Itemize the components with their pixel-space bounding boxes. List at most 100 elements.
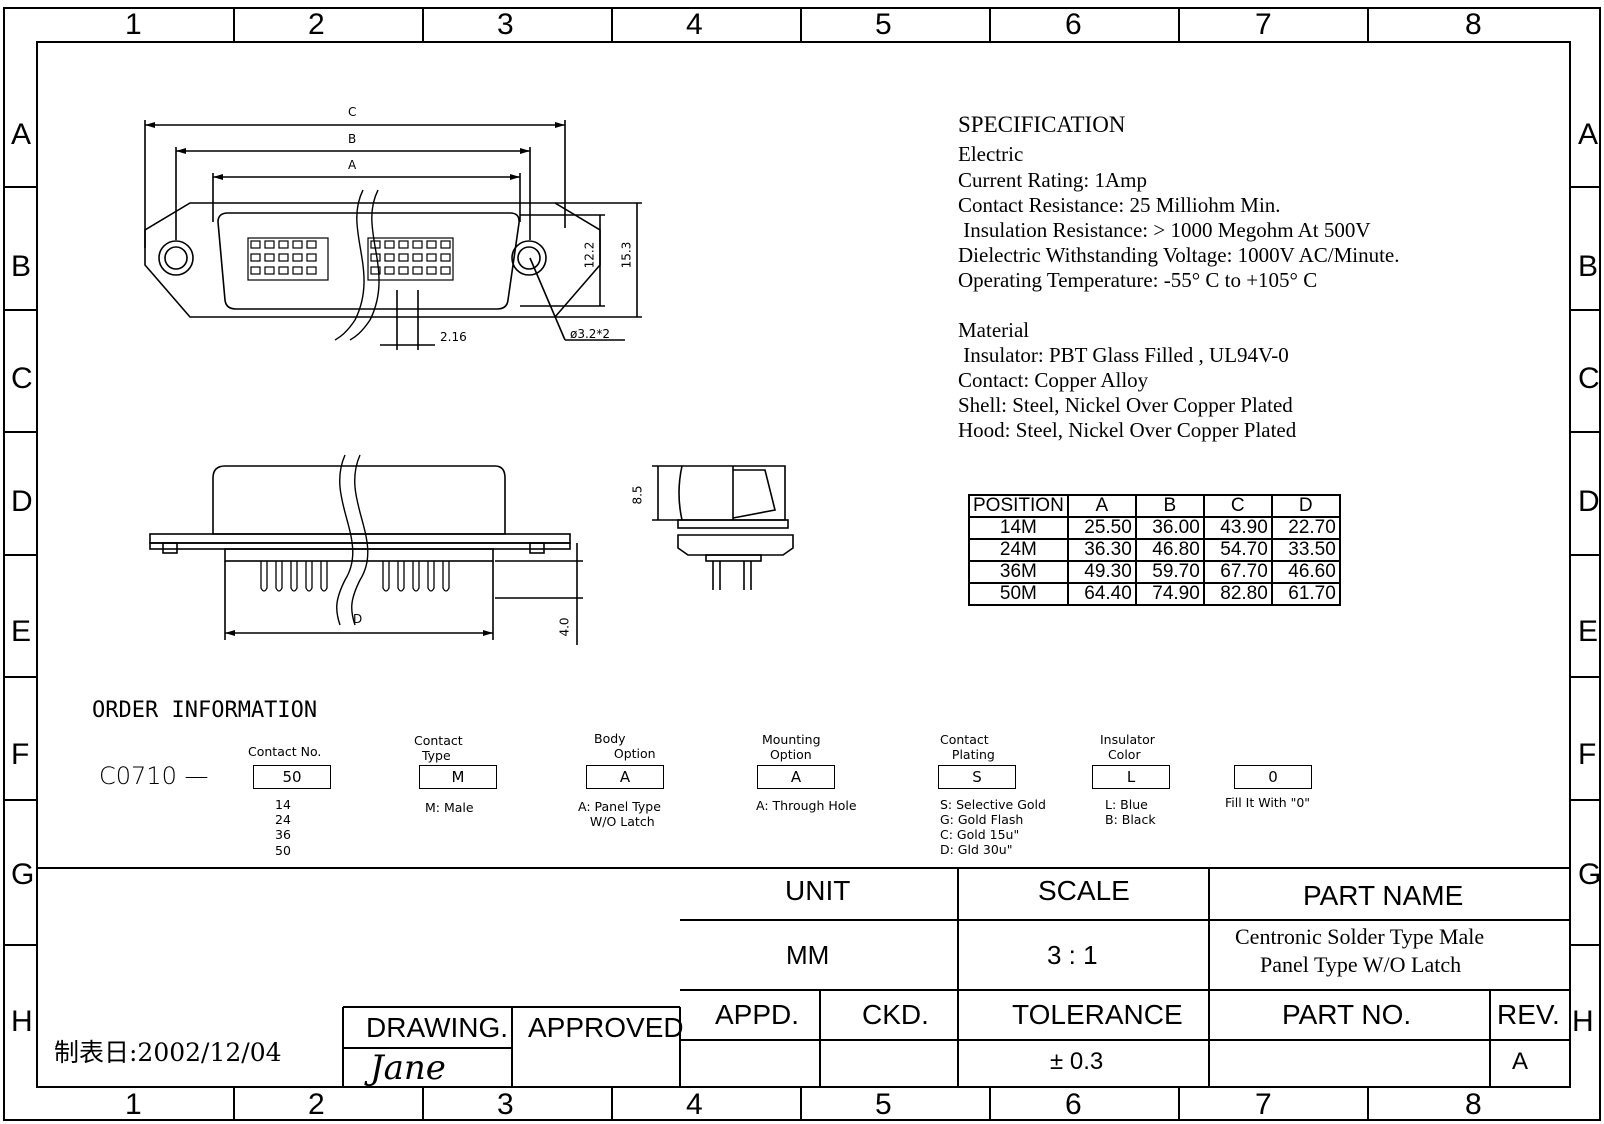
table-header: A [1066, 494, 1137, 518]
table-cell: 74.90 [1134, 582, 1205, 606]
table-header: POSITION [968, 494, 1069, 518]
spec-electric-line: Current Rating: 1Amp [958, 168, 1147, 192]
table-cell: 54.70 [1202, 538, 1273, 562]
contact-pin [306, 266, 317, 275]
table-cell: 67.70 [1202, 560, 1273, 584]
table-cell: 36M [968, 560, 1069, 584]
zone-row-g: G [11, 858, 35, 891]
order-field-label: Contact Plating [940, 732, 995, 762]
order-option: G: Gold Flash [940, 812, 1024, 827]
order-option: M: Male [425, 800, 474, 815]
table-cell: 46.60 [1270, 560, 1341, 584]
contact-pin [264, 240, 275, 249]
order-contact-plating-box: S [938, 765, 1016, 789]
contact-pin [370, 266, 381, 275]
tb-tolerance-value: ± 0.3 [1050, 1048, 1104, 1075]
table-cell: 59.70 [1134, 560, 1205, 584]
tb-scale-value: 3 : 1 [1047, 940, 1098, 970]
table-cell: 61.70 [1270, 582, 1341, 606]
zone-col-6: 6 [1065, 8, 1082, 41]
zone-row-a: A [11, 118, 32, 151]
tb-rev-value: A [1512, 1048, 1529, 1075]
spec-electric-line: Contact Resistance: 25 Milliohm Min. [958, 193, 1281, 217]
contact-pin [426, 240, 437, 249]
spec-material-heading: Material [958, 318, 1030, 342]
zone-row-f: F [11, 738, 30, 771]
contact-pin [384, 253, 395, 262]
spec-electric-heading: Electric [958, 142, 1024, 166]
table-cell: 22.70 [1270, 516, 1341, 540]
contact-pin [412, 266, 423, 275]
table-cell: 49.30 [1066, 560, 1137, 584]
contact-pin [250, 266, 261, 275]
zone-row-f-right: F [1578, 738, 1597, 771]
row-ticks [4, 186, 1600, 946]
order-field-label: Body Option [594, 731, 656, 761]
solder-tails [260, 561, 450, 592]
contact-grid [247, 237, 454, 281]
spec-title: SPECIFICATION [958, 112, 1126, 137]
order-option: D: Gld 30u" [940, 842, 1013, 857]
table-cell: 82.80 [1202, 582, 1273, 606]
top-view [144, 120, 642, 350]
contact-pin [426, 266, 437, 275]
zone-row-h: H [11, 1005, 33, 1038]
tb-part-no-label: PART NO. [1282, 999, 1412, 1030]
zone-row-d-right: D [1578, 485, 1600, 518]
zone-col-7-bottom: 7 [1255, 1088, 1272, 1121]
order-mounting-option-box: A [757, 765, 835, 789]
table-cell: 25.50 [1066, 516, 1137, 540]
tb-scale-label: SCALE [1038, 875, 1130, 906]
title-block [37, 867, 1570, 1087]
order-option: W/O Latch [578, 814, 655, 829]
contact-pin [398, 253, 409, 262]
table-row: 24M 36.30 46.80 54.70 33.50 [968, 538, 1341, 562]
contact-pin [278, 266, 289, 275]
order-option: L: Blue [1105, 797, 1148, 812]
dim-height-12-2: 12.2 [582, 241, 597, 269]
spec-material-line: Hood: Steel, Nickel Over Copper Plated [958, 418, 1297, 442]
contact-pin [250, 240, 261, 249]
order-option: 36 [275, 827, 291, 842]
contact-pin [292, 266, 303, 275]
table-cell: 64.40 [1066, 582, 1137, 606]
dim-a-label: A [348, 158, 357, 172]
zone-row-c-right: C [1578, 362, 1600, 395]
order-option: B: Black [1105, 812, 1156, 827]
contact-pin [412, 240, 423, 249]
zone-col-5-bottom: 5 [875, 1088, 892, 1121]
spec-material-line: Shell: Steel, Nickel Over Copper Plated [958, 393, 1293, 417]
order-field-label: Mounting Option [762, 732, 821, 762]
order-prefix: C0710 — [99, 762, 209, 790]
tb-unit-label: UNIT [785, 875, 851, 906]
dim-tail-length: 4.0 [557, 617, 572, 637]
contact-pin [440, 266, 451, 275]
table-row: 14M 25.50 36.00 43.90 22.70 [968, 516, 1341, 540]
zone-row-b: B [11, 250, 32, 283]
contact-pin [306, 253, 317, 262]
order-fill-box: 0 [1234, 765, 1312, 789]
contact-pin [306, 240, 317, 249]
contact-pin [412, 253, 423, 262]
zone-col-2-bottom: 2 [308, 1088, 325, 1121]
dim-hole: ø3.2*2 [570, 327, 611, 341]
table-cell: 46.80 [1134, 538, 1205, 562]
zone-row-c: C [11, 362, 33, 395]
table-cell: 36.00 [1134, 516, 1205, 540]
zone-row-e-right: E [1578, 615, 1599, 648]
zone-col-7: 7 [1255, 8, 1272, 41]
tb-part-name-line2: Panel Type W/O Latch [1260, 952, 1462, 977]
order-option: 14 [275, 797, 291, 812]
order-option: Fill It With "0" [1225, 795, 1311, 810]
front-view [149, 454, 583, 645]
order-insulator-color-box: L [1092, 765, 1170, 789]
contact-pin [398, 266, 409, 275]
zone-row-h-right: H [1572, 1005, 1594, 1038]
tb-drawing-label: DRAWING. [366, 1012, 509, 1043]
zone-col-1: 1 [125, 8, 142, 41]
table-header: C [1202, 494, 1273, 518]
tb-part-name-line1: Centronic Solder Type Male [1235, 924, 1485, 949]
table-cell: 24M [968, 538, 1069, 562]
order-title: ORDER INFORMATION [92, 698, 318, 723]
